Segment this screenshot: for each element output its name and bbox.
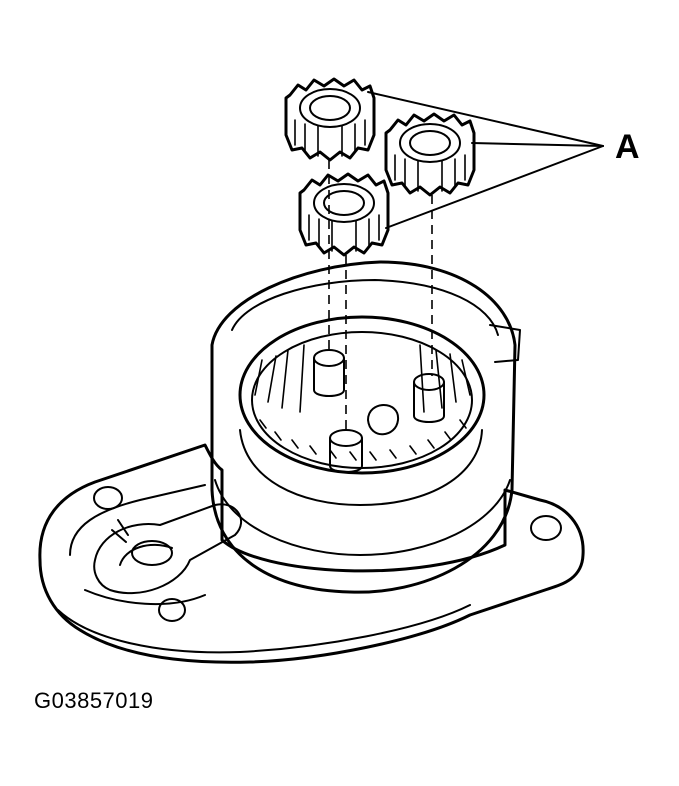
- carrier-pins: [313, 349, 445, 473]
- gear-housing: [210, 260, 521, 594]
- callout-leader-lines: [367, 91, 604, 229]
- planet-gear-right: [384, 112, 476, 197]
- shift-lever: [93, 503, 242, 595]
- alignment-lines: [328, 160, 433, 432]
- planet-gear-front: [298, 172, 390, 257]
- housing-base-flange: [38, 443, 585, 664]
- figure-id: G03857019: [34, 688, 154, 713]
- planet-gear-top: [284, 77, 376, 162]
- mounting-holes: [93, 486, 562, 622]
- callout-label-a: A: [615, 128, 640, 166]
